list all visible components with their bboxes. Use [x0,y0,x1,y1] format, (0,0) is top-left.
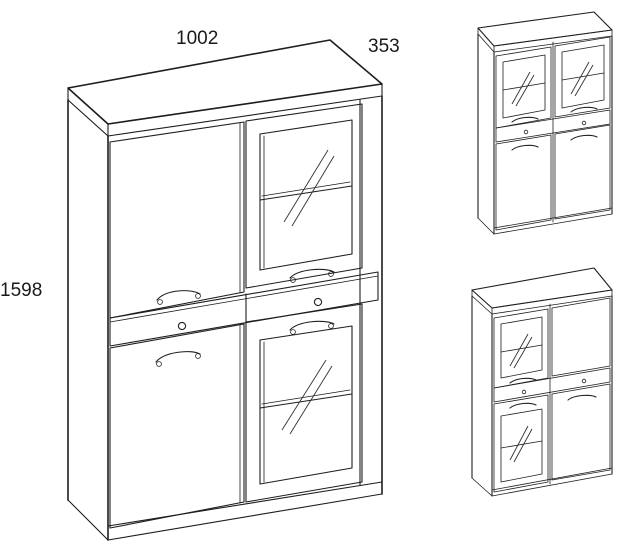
upper-left-door-handle [156,290,201,305]
variant-cabinet-top [477,11,613,235]
depth-dimension-label: 353 [368,36,400,57]
lower-right-glass-door [245,303,363,503]
main-cabinet-drawing [67,39,383,541]
height-dimension-label: 1598 [0,280,42,301]
lower-right-door-handle [289,320,335,335]
cabinet-left-side [67,99,109,541]
drawer-knob-left [177,321,187,331]
lower-left-door [109,323,245,529]
width-dimension-label: 1002 [176,28,218,49]
cabinet-top [67,39,383,137]
upper-right-door-handle [289,268,335,283]
cabinet-front-frame [107,95,383,541]
variant-cabinet-bottom [471,267,613,497]
center-drawer [109,271,379,347]
upper-right-glass-door [245,103,363,289]
upper-left-door [109,121,245,319]
lower-left-door-handle [155,351,201,367]
drawer-knob-right [313,297,323,307]
lower-glass-reflection [281,359,333,435]
upper-glass-reflection [283,149,335,227]
